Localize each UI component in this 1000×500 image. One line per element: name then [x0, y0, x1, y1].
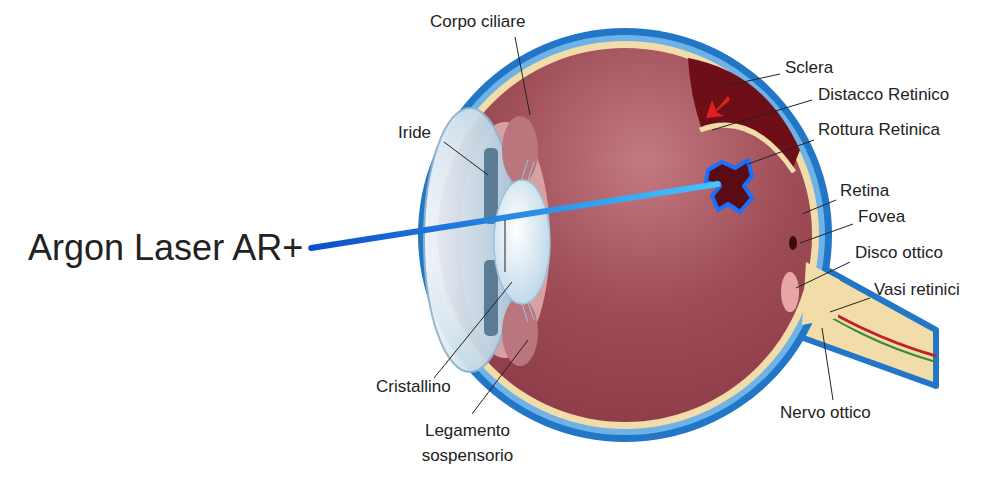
- fovea: [789, 236, 797, 250]
- retinal-detachment: [688, 58, 800, 170]
- iris-bottom: [484, 260, 498, 336]
- part-label: Sclera: [785, 58, 833, 78]
- part-label: Legamento sospensorio: [405, 418, 530, 468]
- laser-label: Argon Laser AR+: [28, 226, 303, 269]
- detachment-arrow: [706, 96, 730, 118]
- part-label: Retina: [840, 181, 889, 201]
- part-label: Cristallino: [376, 377, 451, 397]
- part-label: Disco ottico: [855, 243, 943, 263]
- vitreous-body: [438, 48, 812, 422]
- sclera-inner: [425, 35, 825, 435]
- optic-disc: [781, 272, 799, 312]
- ciliary-body-top: [502, 116, 538, 184]
- ciliary-body-bottom: [502, 298, 538, 366]
- sclera-outer: [418, 28, 832, 442]
- leader-lines: [434, 37, 870, 414]
- part-label: Corpo ciliare: [430, 12, 525, 32]
- iris-top: [484, 148, 498, 224]
- part-label: Nervo ottico: [780, 403, 871, 423]
- part-label: Vasi retinici: [874, 280, 960, 300]
- part-label: Rottura Retinica: [818, 120, 940, 140]
- optic-nerve: [795, 255, 936, 386]
- laser-beam: [311, 184, 718, 248]
- part-label: Distacco Retinico: [818, 85, 949, 105]
- lens: [494, 180, 550, 304]
- nerve-head: [802, 262, 840, 325]
- pupil-marker: [505, 220, 506, 272]
- part-label: Iride: [398, 123, 431, 143]
- part-label: Fovea: [858, 207, 905, 227]
